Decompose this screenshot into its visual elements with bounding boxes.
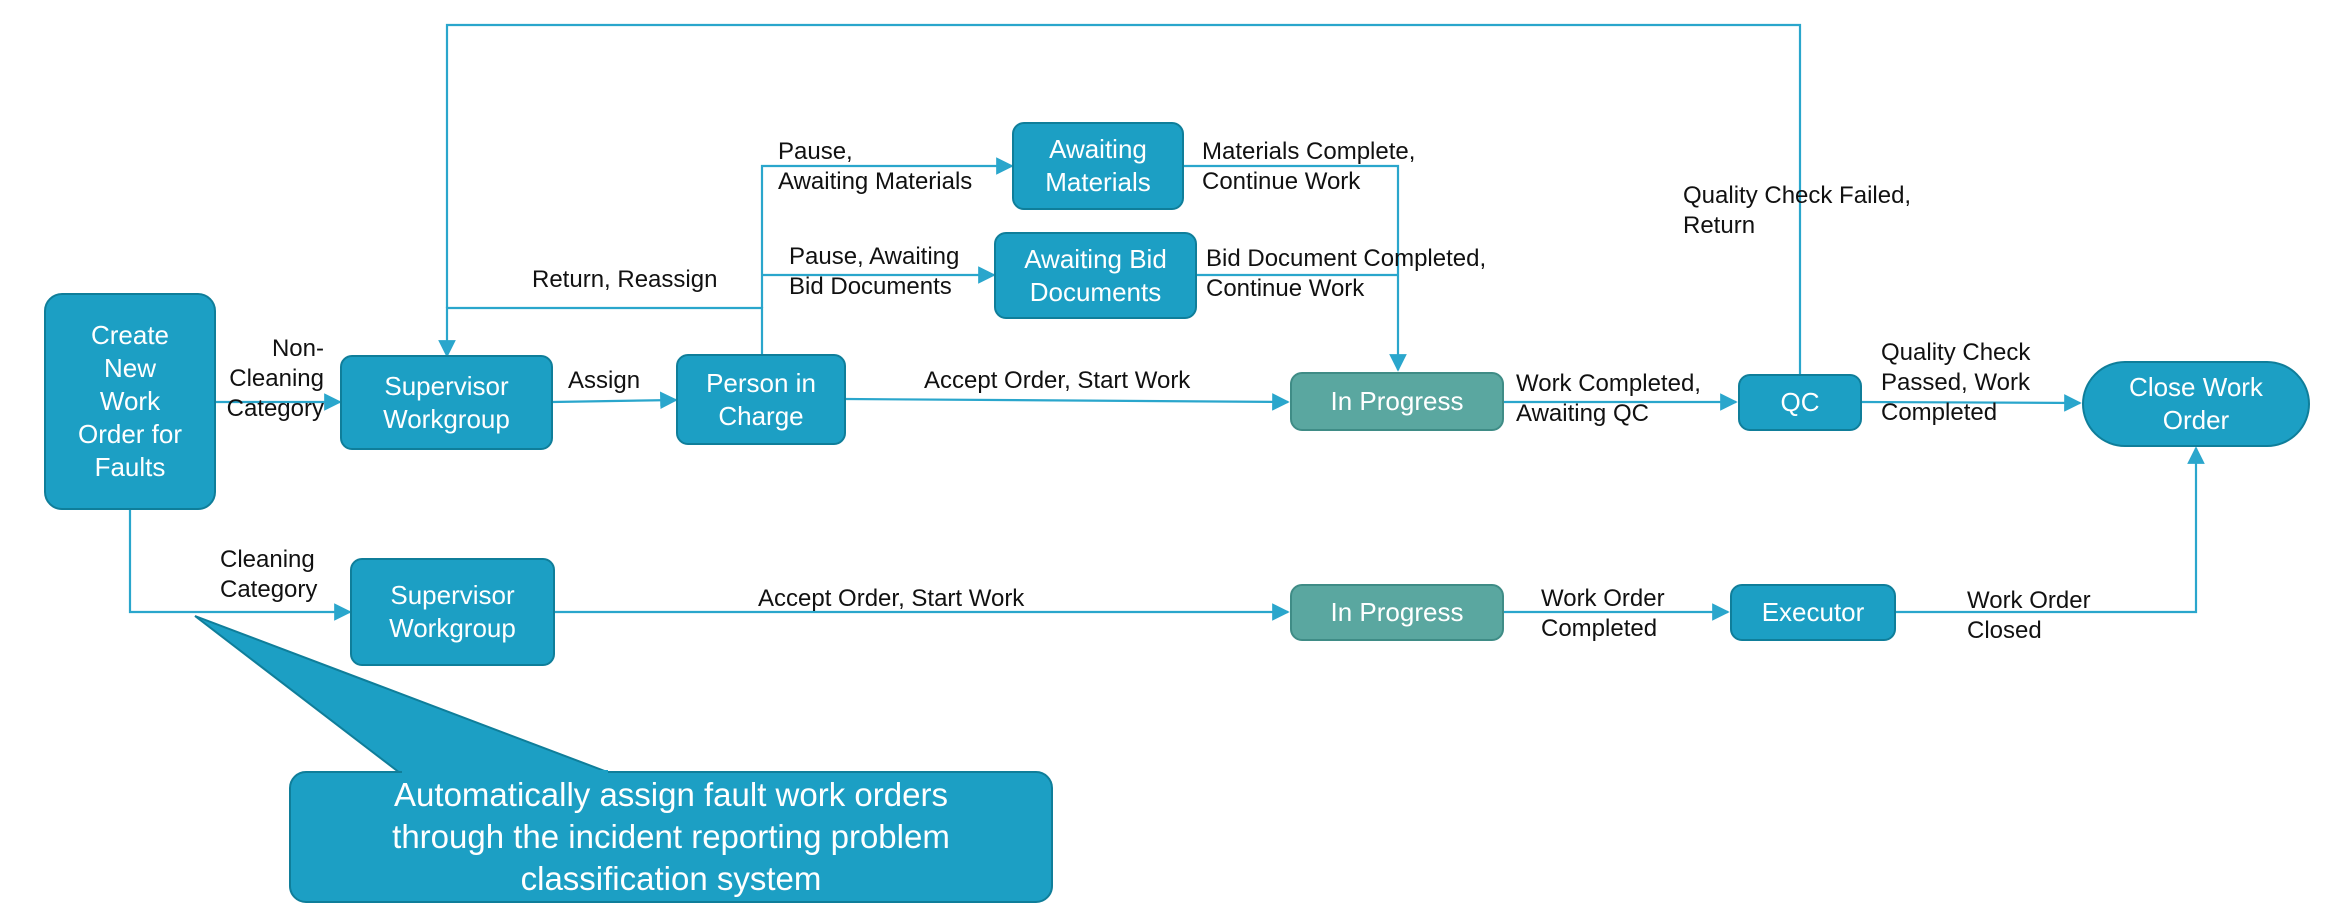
- label-return-reassign: Return, Reassign: [532, 266, 718, 293]
- callout-body: [289, 771, 1053, 903]
- person-in-charge-node: Person in Charge: [676, 354, 846, 445]
- label-quality-check-failed: Quality Check Failed, Return: [1683, 182, 1912, 239]
- edge-create-to-supervisor-bottom: [128, 510, 352, 621]
- label-work-order-closed: Work Order Closed: [1967, 587, 2091, 644]
- label-cleaning-category: Cleaning Category: [220, 546, 318, 603]
- label-quality-check-passed: Quality Check Passed, Work Completed: [1881, 339, 2031, 426]
- supervisor-workgroup-top-node: Supervisor Workgroup: [340, 355, 553, 450]
- awaiting-bid-documents-node: Awaiting Bid Documents: [994, 232, 1197, 319]
- label-materials-complete: Materials Complete, Continue Work: [1202, 138, 1416, 195]
- label-accept-order-bottom: Accept Order, Start Work: [758, 585, 1025, 612]
- edge-qc-failed-return: [445, 23, 1802, 374]
- supervisor-workgroup-bottom-node: Supervisor Workgroup: [350, 558, 555, 666]
- edge-person-to-progress: [845, 393, 1290, 411]
- qc-node: QC: [1738, 374, 1862, 431]
- awaiting-materials-node: Awaiting Materials: [1012, 122, 1184, 210]
- edge-return-reassign: [438, 306, 764, 358]
- edge-qc-to-close: [1861, 394, 2082, 412]
- label-work-completed-awaiting-qc: Work Completed, Awaiting QC: [1516, 370, 1701, 427]
- executor-node: Executor: [1730, 584, 1896, 641]
- edge-materials-to-progress: [1184, 164, 1407, 372]
- in-progress-top-node: In Progress: [1290, 372, 1504, 431]
- edge-supervisor-to-person: [551, 391, 678, 410]
- create-work-order-node: Create New Work Order for Faults: [44, 293, 216, 510]
- edge-executor-to-close: [1896, 446, 2205, 614]
- label-work-order-completed: Work Order Completed: [1541, 585, 1665, 642]
- close-work-order-node: Close Work Order: [2082, 361, 2310, 447]
- callout-text: Automatically assign fault work orders t…: [392, 776, 950, 897]
- label-non-cleaning-category: Non- Cleaning Category: [226, 335, 324, 422]
- label-pause-awaiting-bid: Pause, Awaiting Bid Documents: [789, 243, 960, 300]
- in-progress-bottom-node: In Progress: [1290, 584, 1504, 641]
- label-pause-awaiting-materials: Pause, Awaiting Materials: [778, 138, 973, 195]
- label-accept-order-top: Accept Order, Start Work: [924, 367, 1191, 394]
- label-assign: Assign: [568, 367, 641, 394]
- label-bid-document-completed: Bid Document Completed, Continue Work: [1206, 245, 1487, 302]
- edge-to-awaiting-materials: [760, 157, 1014, 308]
